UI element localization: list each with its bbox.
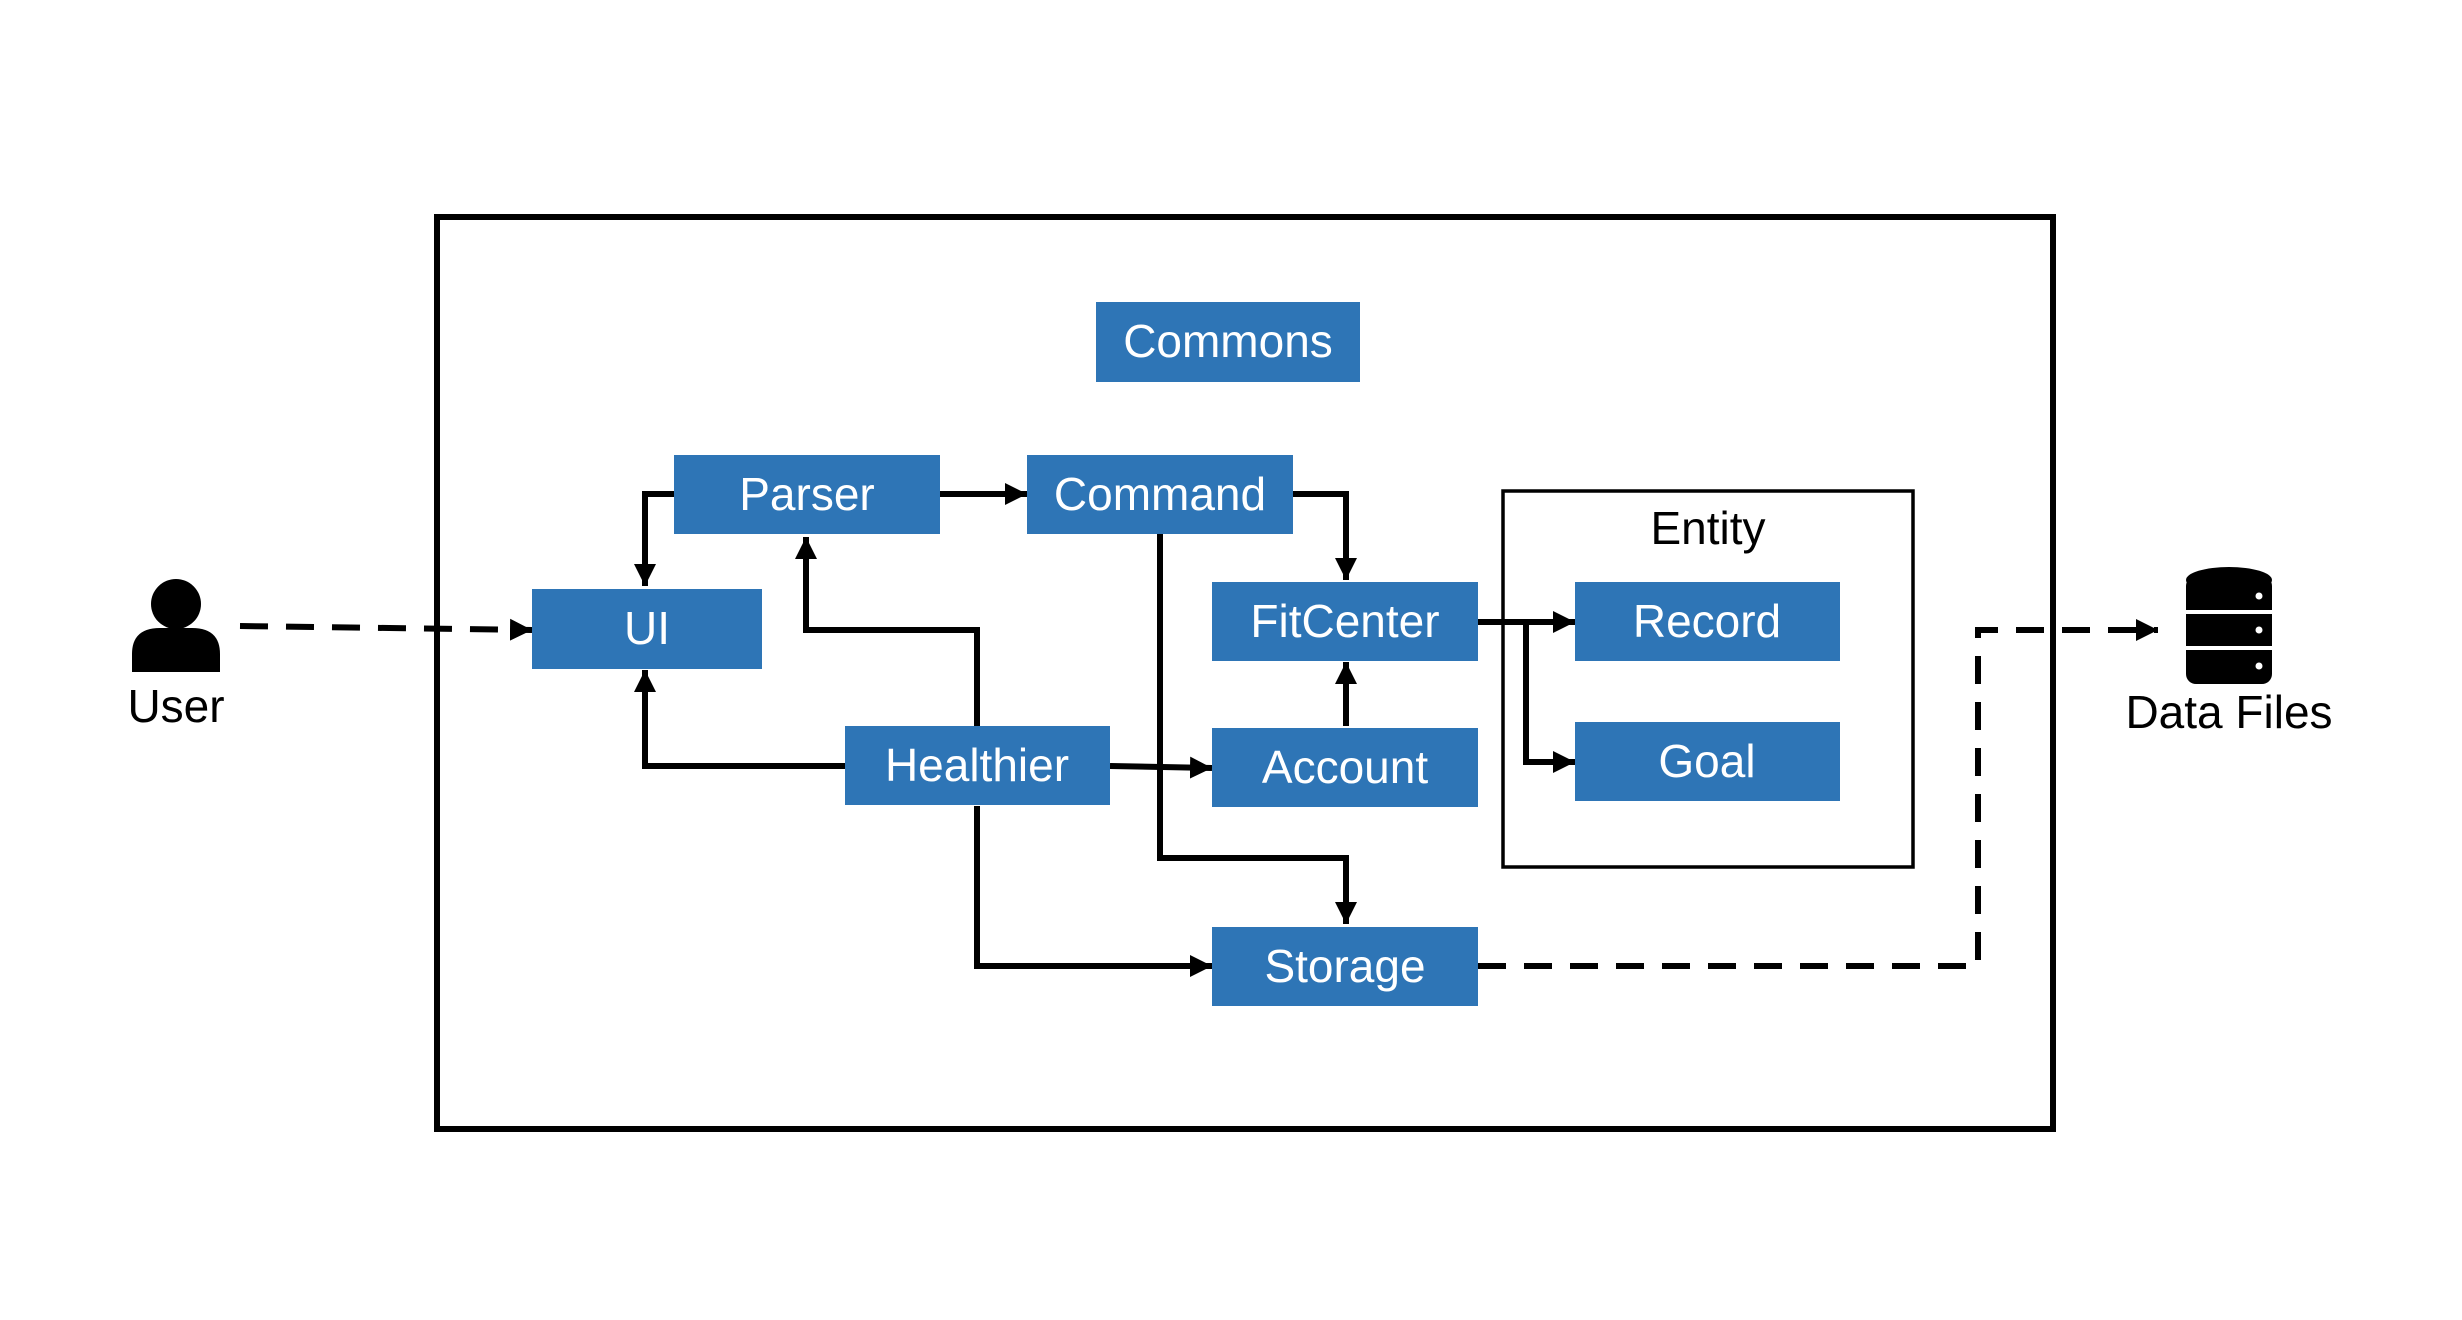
component-record: Record: [1575, 582, 1840, 661]
component-storage: Storage: [1212, 927, 1478, 1006]
data-files-label: Data Files: [2125, 686, 2332, 738]
app-boundary: [434, 214, 2056, 1132]
user-label: User: [127, 680, 224, 732]
connector-storage-datafiles: [1478, 619, 2158, 969]
component-command: Command: [1027, 455, 1293, 534]
svg-text:Storage: Storage: [1264, 940, 1425, 992]
user-icon: [132, 579, 220, 672]
svg-text:FitCenter: FitCenter: [1250, 595, 1439, 647]
component-goal: Goal: [1575, 722, 1840, 801]
connector-healthier-storage: [974, 806, 1212, 977]
svg-text:Record: Record: [1633, 595, 1781, 647]
connector-parser-ui: [634, 491, 674, 586]
svg-text:Healthier: Healthier: [885, 739, 1069, 791]
svg-text:Commons: Commons: [1123, 315, 1333, 367]
connector-user-ui: [239, 618, 533, 641]
connector-healthier-account: [1109, 756, 1213, 779]
entity-group-label: Entity: [1650, 502, 1765, 554]
connector-command-storage: [1157, 534, 1357, 924]
connector-healthier-ui: [634, 670, 845, 769]
component-account: Account: [1212, 728, 1478, 807]
svg-text:Parser: Parser: [739, 468, 874, 520]
database-icon: [2186, 567, 2272, 684]
entity-group: [1501, 489, 1915, 869]
component-healthier: Healthier: [845, 726, 1110, 805]
component-ui: UI: [532, 589, 762, 669]
svg-text:Goal: Goal: [1658, 735, 1755, 787]
connector-healthier-parser: [795, 537, 980, 726]
svg-text:Account: Account: [1262, 741, 1428, 793]
component-commons: Commons: [1096, 302, 1360, 382]
component-parser: Parser: [674, 455, 940, 534]
svg-text:UI: UI: [624, 602, 670, 654]
connector-fitcenter-goal: [1478, 619, 1575, 773]
connector-command-fitcenter: [1293, 491, 1357, 580]
svg-text:Command: Command: [1054, 468, 1266, 520]
component-fitcenter: FitCenter: [1212, 582, 1478, 661]
